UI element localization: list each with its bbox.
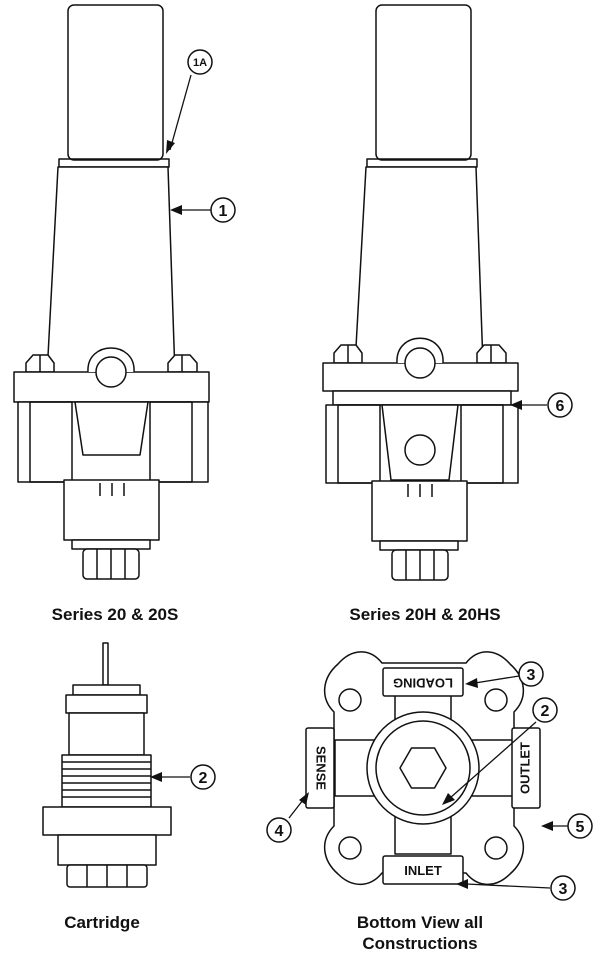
caption-cartridge: Cartridge (64, 913, 140, 932)
port-label-loading: LOADING (393, 676, 453, 691)
callout-1a: 1A (193, 57, 207, 69)
callout-1a-bubble (187, 49, 213, 75)
callout-4: 4 (275, 823, 284, 840)
callout-3-top-bubble (518, 661, 544, 687)
callout-2-cartridge: 2 (199, 770, 208, 787)
leader-lines (150, 74, 568, 889)
callout-3-bottom-bubble (550, 875, 576, 901)
callout-3-bottom: 3 (559, 881, 568, 898)
port-label-inlet: INLET (404, 863, 442, 878)
callout-6: 6 (556, 398, 565, 415)
caption-series-20h: Series 20H & 20HS (349, 605, 501, 624)
port-label-outlet: OUTLET (517, 742, 532, 794)
callout-1-bubble (210, 197, 236, 223)
caption-series-20: Series 20 & 20S (51, 605, 179, 624)
callout-6-bubble (547, 392, 573, 418)
cartridge-drawing (42, 642, 172, 888)
callout-3-top: 3 (527, 667, 536, 684)
callout-2-bottom-bubble (532, 697, 558, 723)
port-label-sense: SENSE (314, 746, 329, 790)
callout-5: 5 (576, 819, 585, 836)
caption-bottom-view-line1: Bottom View all (356, 913, 484, 932)
caption-bottom-view-line2: Constructions (362, 934, 478, 953)
caption-bottom-view: Bottom View all Constructions (330, 912, 510, 954)
series-20-regulator (13, 4, 210, 580)
callout-2-bottom: 2 (541, 703, 550, 720)
callout-2-cartridge-bubble (190, 764, 216, 790)
callout-4-bubble (266, 817, 292, 843)
series-20h-regulator (322, 4, 519, 581)
callout-5-bubble (567, 813, 593, 839)
callout-1: 1 (219, 203, 228, 220)
